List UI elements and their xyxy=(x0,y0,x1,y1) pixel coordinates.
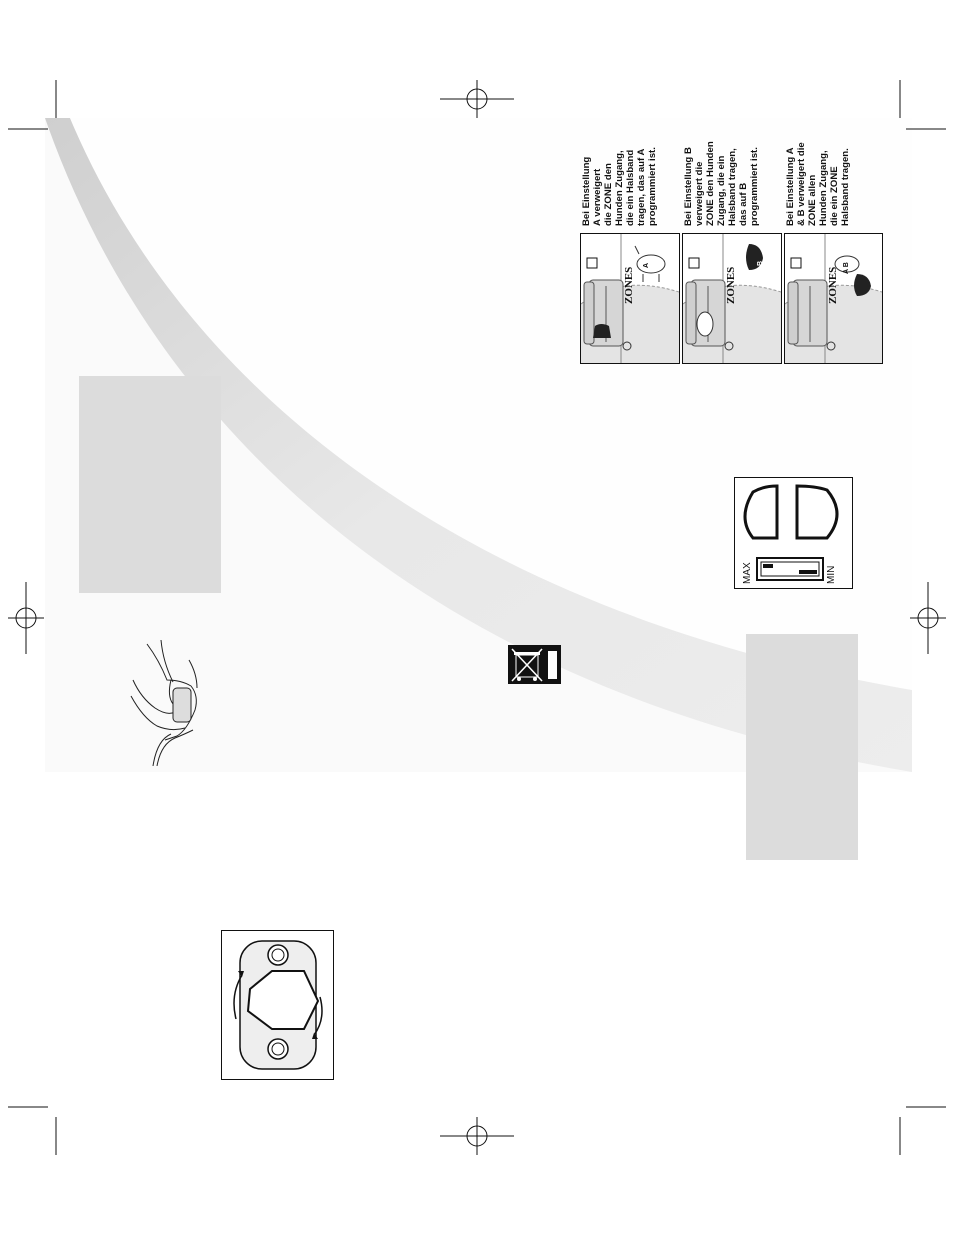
zone-caption-ab: Bei Einstellung A & B verweigert die ZON… xyxy=(785,142,851,226)
collar-rotation-diagram xyxy=(221,930,334,1080)
left-gray-sidebar xyxy=(79,376,221,593)
zones-brand-ab: ZONES xyxy=(827,266,839,304)
zone-caption-b: Bei Einstellung B verweigert die ZONE de… xyxy=(683,141,760,226)
zone-illustration-ab: ZONES A B xyxy=(784,233,883,364)
zones-brand-b: ZONES xyxy=(725,266,737,304)
zone-caption-a: Bei Einstellung A verweigert die ZONE de… xyxy=(581,147,658,226)
right-gray-sidebar xyxy=(746,634,858,860)
zones-brand-a: ZONES xyxy=(623,266,635,304)
collar-tag-b: B xyxy=(757,260,764,266)
hand-adjusting-collar-icon xyxy=(127,640,215,766)
slider-max-label: MAX xyxy=(742,562,753,584)
collar-tag-a: A xyxy=(643,262,650,268)
slider-min-label: MIN xyxy=(826,565,837,584)
collar-tag-ab: A B xyxy=(843,262,850,274)
zone-illustration-a: ZONES A xyxy=(580,233,680,364)
zone-illustration-b: ZONES B xyxy=(682,233,782,364)
crossed-out-wheelie-bin-icon xyxy=(508,645,561,684)
range-slider-diagram: MAX MIN xyxy=(734,477,853,589)
